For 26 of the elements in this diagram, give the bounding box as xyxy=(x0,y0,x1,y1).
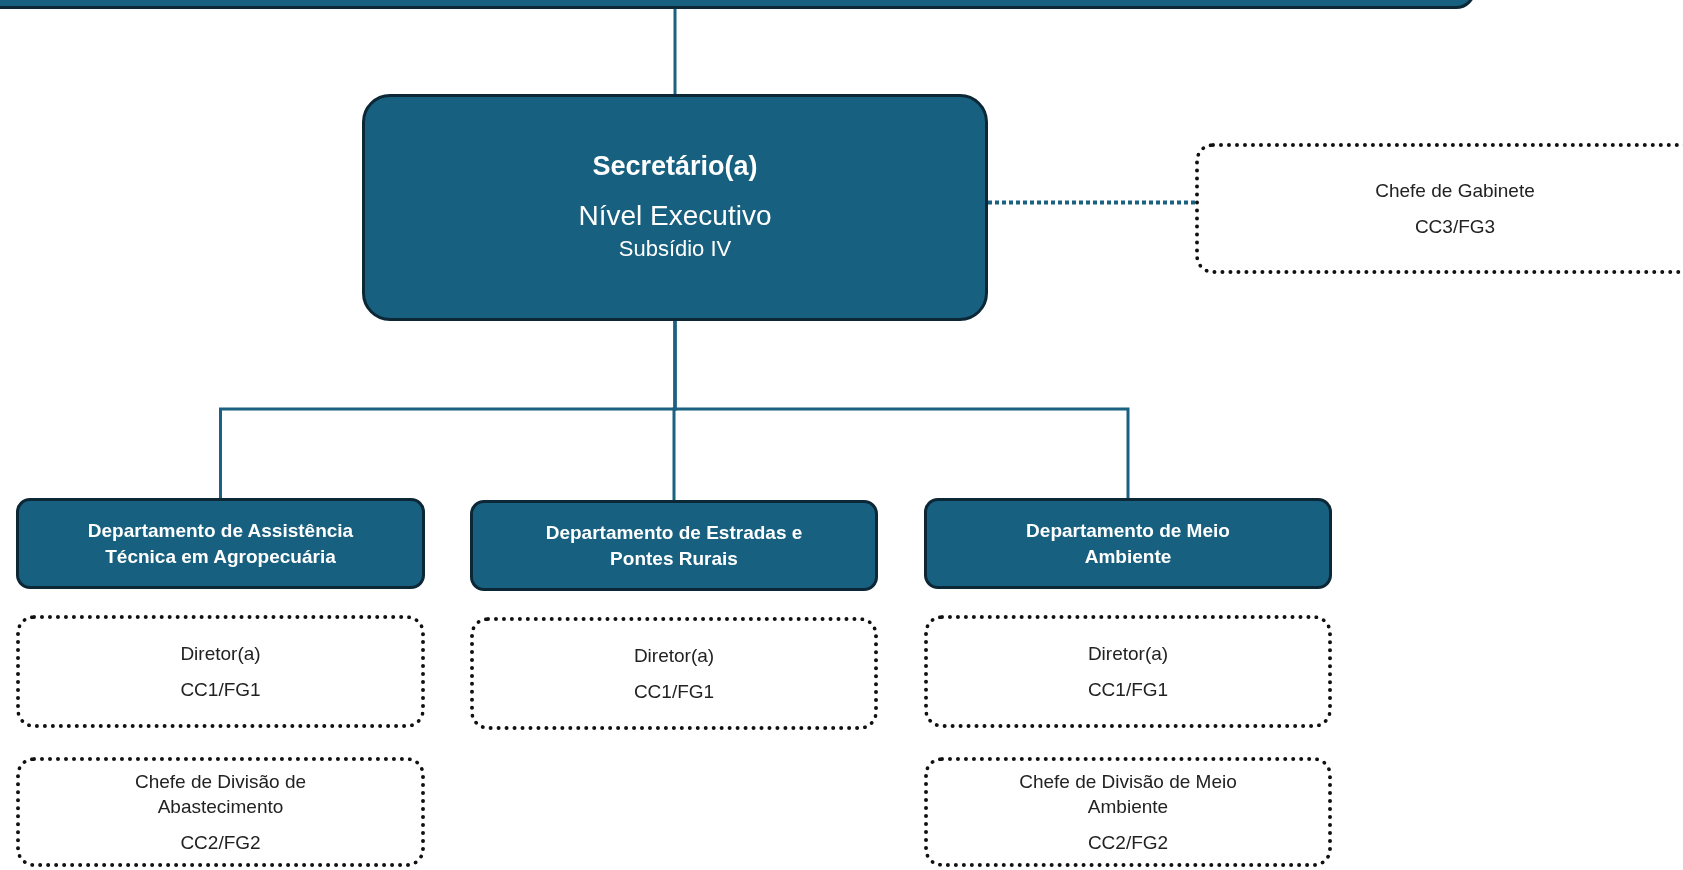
department-box xyxy=(470,500,878,591)
pay-grade: CC2/FG2 xyxy=(180,830,261,855)
connector-line xyxy=(673,321,1130,498)
role-title: Diretor(a) xyxy=(180,641,261,666)
department-box xyxy=(924,498,1332,589)
department-name: Departamento de Meio Ambiente xyxy=(1025,518,1231,569)
pay-grade: CC3/FG3 xyxy=(1414,214,1496,239)
role-title: Chefe de Divisão de Abastecimento xyxy=(133,769,308,820)
pay-grade: Subsídio IV xyxy=(618,236,732,262)
pay-grade: CC2/FG2 xyxy=(1087,830,1169,855)
department-box xyxy=(16,498,425,589)
role-title: Secretário(a) xyxy=(592,151,758,182)
staff-box xyxy=(1195,143,1683,274)
pay-grade: CC1/FG1 xyxy=(633,679,715,704)
dotted-connector xyxy=(988,200,1195,205)
pay-grade: CC1/FG1 xyxy=(180,677,261,702)
role-title: Diretor(a) xyxy=(1087,641,1169,666)
pay-grade: CC1/FG1 xyxy=(1087,677,1169,702)
level-label: Nível Executivo xyxy=(578,200,772,232)
connector-line xyxy=(673,9,677,94)
secretary-box xyxy=(362,94,988,321)
role-title: Chefe de Divisão de Meio Ambiente xyxy=(1018,769,1238,820)
role-title: Diretor(a) xyxy=(633,643,715,668)
role-title: Chefe de Gabinete xyxy=(1375,178,1535,203)
department-name: Departamento de Estradas e Pontes Rurais xyxy=(544,520,804,571)
department-name: Departamento de Assistência Técnica em Agropecuária xyxy=(86,518,355,569)
